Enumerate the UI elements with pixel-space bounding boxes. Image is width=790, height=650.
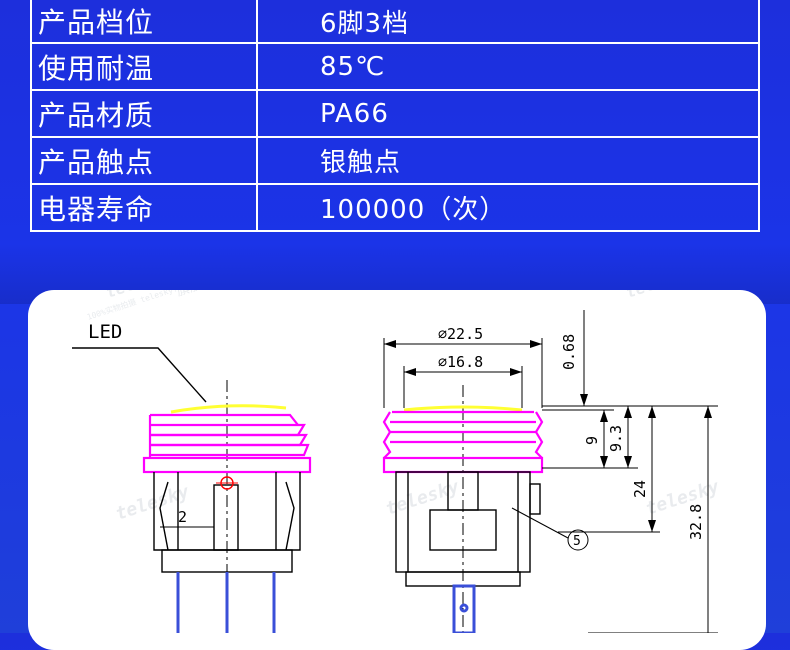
led-lens [170,404,287,414]
spec-row: 电器寿命 100000（次） [30,183,760,232]
spec-row: 产品档位 6脚3档 [30,0,760,44]
led-lens-front [403,405,523,412]
spec-value: 银触点 [256,136,760,185]
side-view: LED [72,321,312,633]
terminal-pins [176,572,276,633]
watermark-brand: telesky [643,476,723,520]
actuator [213,484,239,551]
led-leader-line [72,347,207,403]
spec-value: 85℃ [256,42,760,91]
dim-9: 9 [583,436,601,445]
dim-9-3: 9.3 [607,425,625,452]
dim-2: 2 [178,508,187,526]
spec-value: PA66 [256,89,760,138]
watermark-url: 100%实物拍摄 telesky.tmall.com [86,290,220,322]
callout-5 [567,529,589,551]
led-label: LED [88,321,122,343]
watermark-brand: telesky [623,290,693,302]
spec-label: 产品档位 [30,0,258,44]
dim-inner-diameter: ⌀16.8 [438,353,483,371]
spec-label: 产品触点 [30,136,258,185]
dim-0-68: 0.68 [560,334,578,370]
callout-5-label: 5 [573,534,581,549]
dim-outer-diameter: ⌀22.5 [438,325,483,343]
spec-table: 产品档位 6脚3档 使用耐温 85℃ 产品材质 PA66 产品触点 银触点 电器… [30,0,760,232]
dim-32-8: 32.8 [687,504,705,540]
spec-label: 产品材质 [30,89,258,138]
spec-label: 使用耐温 [30,42,258,91]
spec-label: 电器寿命 [30,183,258,232]
front-view: ⌀22.5 ⌀16.8 [382,310,718,635]
dim-24: 24 [631,480,649,498]
spec-value: 100000（次） [256,183,760,232]
technical-drawing-panel: telesky 旗舰店 100%实物拍摄 telesky.tmall.com t… [28,290,766,650]
technical-drawing: telesky 旗舰店 100%实物拍摄 telesky.tmall.com t… [72,290,723,635]
body-clip-left [159,481,169,551]
spec-row: 产品材质 PA66 [30,89,760,138]
spec-row: 使用耐温 85℃ [30,42,760,91]
spec-value: 6脚3档 [256,0,760,44]
spec-row: 产品触点 银触点 [30,136,760,185]
terminal-pin-front [452,584,476,635]
watermark-brand: telesky [383,476,463,520]
cap-ribs [142,413,312,474]
body-clip-right [285,481,295,551]
